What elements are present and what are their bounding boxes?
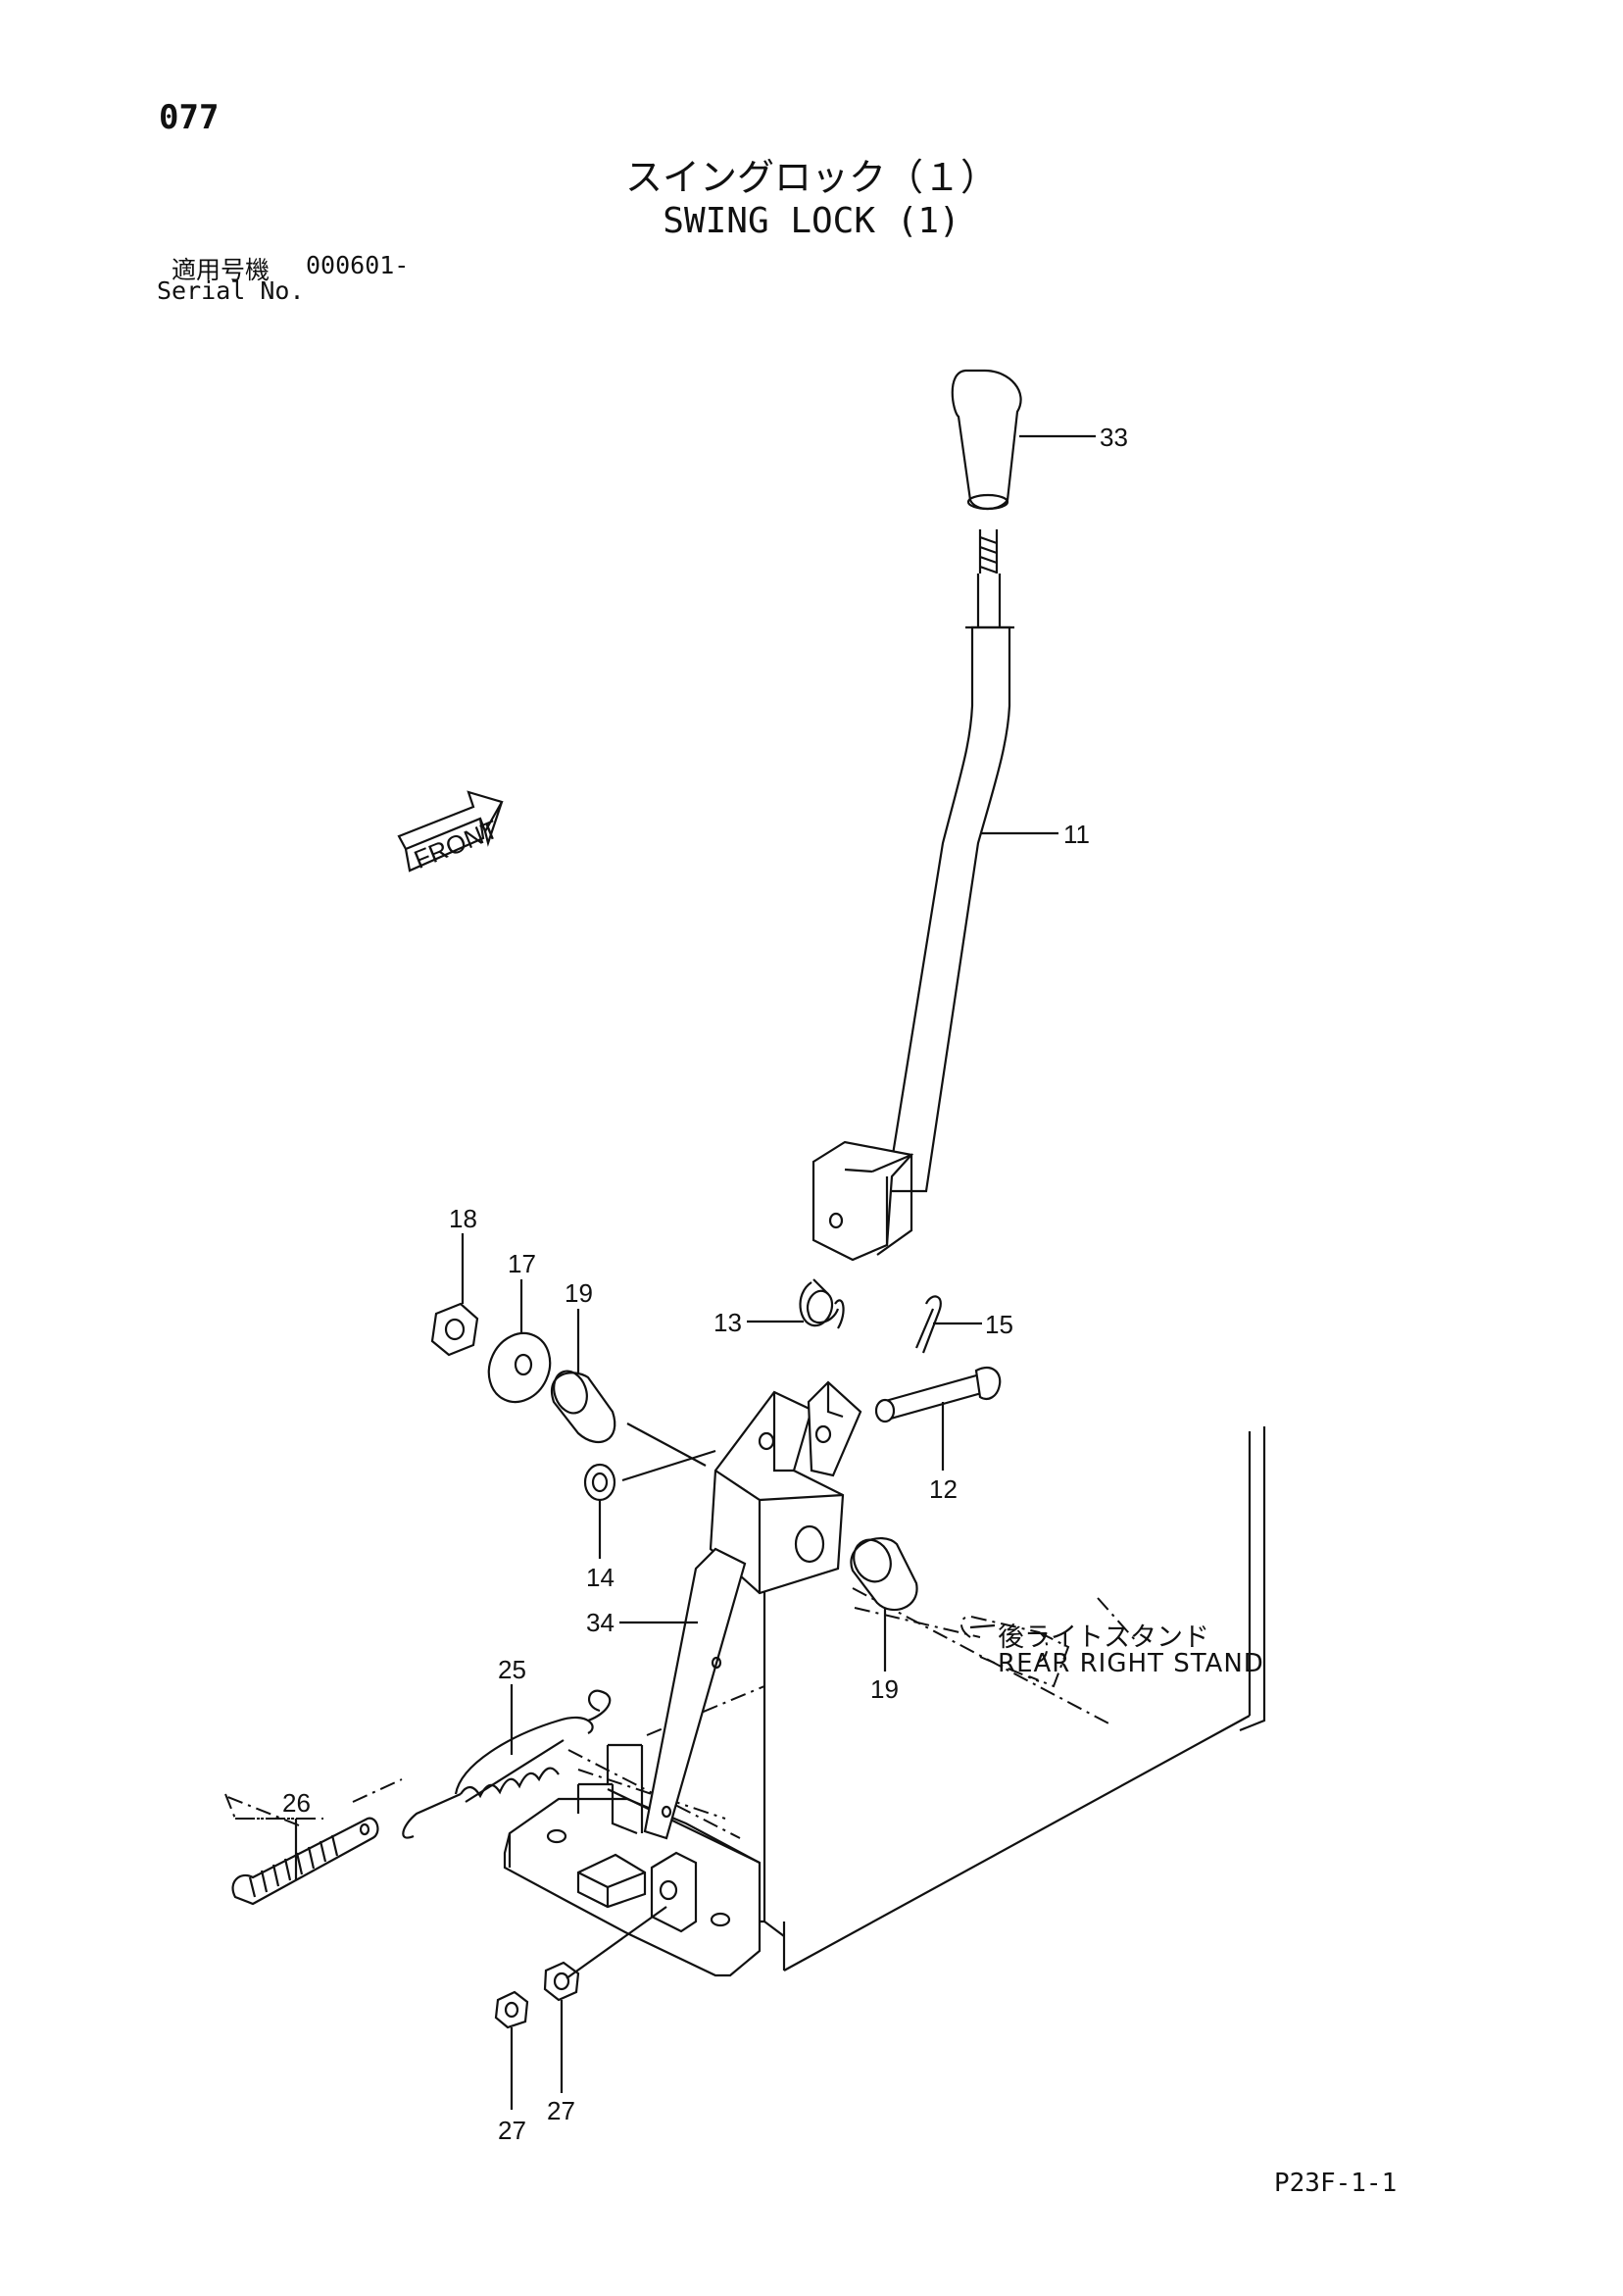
stand-label-japanese: 後ライトスタンド [998,1622,1209,1653]
callout-13: 13 [713,1308,742,1337]
front-direction-arrow: FRONT [397,790,504,874]
nut-18 [430,1302,479,1357]
hidden-cylinder [960,1616,1070,1688]
rear-right-stand [503,1426,1266,1977]
leader-lines [294,434,1096,2110]
tension-spring-25 [402,1689,612,1839]
callout-26: 26 [282,1788,311,1818]
callout-33: 33 [1100,423,1128,452]
serial-number-value: 000601- [306,251,410,279]
callout-34: 34 [586,1608,615,1637]
callout-15: 15 [985,1310,1013,1339]
page-number: 077 [159,98,220,137]
washer-14 [583,1463,616,1502]
torsion-spring-13 [799,1278,845,1329]
washer-17 [487,1331,552,1404]
document-code: P23F-1-1 [1274,2169,1398,2198]
serial-label-japanese: 適用号機 [172,256,270,284]
callout-11: 11 [1063,820,1090,849]
callout-14: 14 [586,1563,615,1592]
nut-27-right [543,1961,580,2002]
lever-assembly [812,369,1022,1262]
callout-27-left: 27 [498,2116,526,2145]
callout-27-right: 27 [547,2096,575,2125]
nut-27-left [494,1990,529,2029]
pin-12 [874,1367,1002,1423]
stand-label-english: REAR RIGHT STAND [998,1649,1264,1678]
callout-25: 25 [498,1655,526,1684]
bushing-19-lower [850,1537,918,1612]
title-japanese: スイングロック（１） [624,156,998,199]
threaded-pin-26 [231,1817,379,1906]
callout-17: 17 [508,1249,536,1278]
bushing-19-upper [550,1370,616,1443]
callout-18: 18 [449,1204,477,1233]
callout-19-lower: 19 [870,1674,899,1704]
callout-numbers: 33 11 18 17 19 13 15 12 14 34 19 25 26 2… [282,423,1128,2145]
split-pin-15 [914,1295,942,1354]
lock-lever-34 [643,1380,862,1840]
serial-label-english: Serial No. [157,276,305,305]
title-english: SWING LOCK (1) [663,201,960,241]
callout-12: 12 [929,1474,958,1504]
callout-19-upper: 19 [565,1278,593,1308]
